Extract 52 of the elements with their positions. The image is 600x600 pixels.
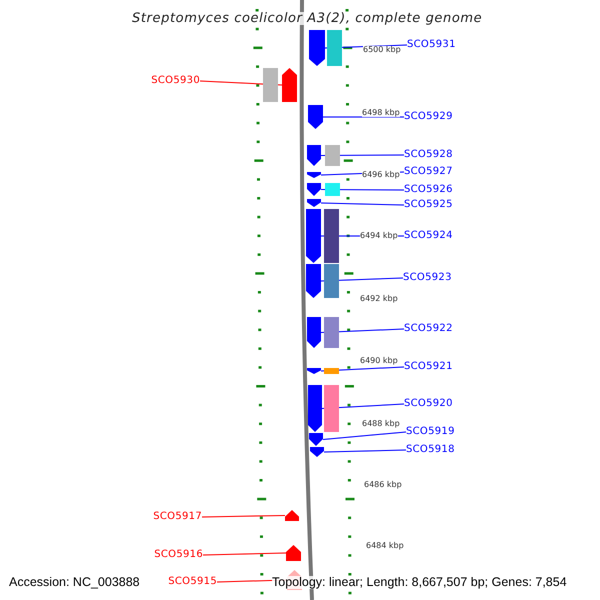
gene-label: SCO5921 [404, 362, 453, 372]
leader-line [202, 552, 286, 556]
gene-label: SCO5916 [154, 550, 203, 560]
gene-label: SCO5926 [404, 185, 453, 195]
scale-label: 6492 kbp [360, 295, 398, 303]
gene-glyph [307, 145, 321, 166]
scale-label: 6494 kbp [360, 232, 398, 240]
scale-label: 6496 kbp [362, 171, 400, 179]
gene-label: SCO5923 [403, 273, 452, 283]
leader-line [322, 116, 404, 118]
gene-glyph [306, 264, 321, 298]
scale-label: 6500 kbp [363, 46, 401, 54]
scale-label: 6486 kbp [364, 481, 402, 489]
gene-label: SCO5924 [404, 231, 453, 241]
gene-label: SCO5931 [407, 40, 456, 50]
gene-label: SCO5915 [168, 577, 217, 587]
leader-line [320, 154, 404, 156]
gene-label: SCO5917 [153, 512, 202, 522]
gene-label: SCO5927 [404, 167, 453, 177]
leader-line [320, 202, 404, 206]
leader-line [322, 432, 406, 440]
gene-glyph [306, 209, 321, 263]
gene-glyph [309, 30, 325, 66]
leader-line [320, 189, 404, 190]
scale-label: 6488 kbp [362, 420, 400, 428]
leader-line [320, 366, 404, 372]
gene-label: SCO5930 [151, 76, 200, 86]
leader-line [202, 515, 286, 518]
scale-label: 6484 kbp [366, 542, 404, 550]
gene-glyph [307, 172, 321, 178]
gene-glyph [307, 199, 321, 207]
gene-glyph [282, 68, 297, 102]
genome-stats-text: Topology: linear; Length: 8,667,507 bp; Genes: 7,854 [272, 576, 567, 588]
gene-label: SCO5922 [404, 324, 453, 334]
gene-glyph [307, 317, 321, 348]
leader-line [324, 450, 406, 452]
scale-label: 6490 kbp [360, 357, 398, 365]
gene-label: SCO5919 [406, 427, 455, 437]
gene-glyph [308, 105, 323, 129]
gene-label: SCO5918 [406, 445, 455, 455]
scale-label: 6498 kbp [362, 109, 400, 117]
gene-glyph [307, 368, 321, 374]
gene-label: SCO5925 [404, 200, 453, 210]
gene-label: SCO5929 [404, 112, 453, 122]
gene-label: SCO5928 [404, 150, 453, 160]
gene-glyph [307, 183, 321, 196]
genome-title: Streptomyces coelicolor A3(2), complete genome [132, 12, 482, 25]
accession-text: Accession: NC_003888 [9, 576, 140, 588]
gene-glyph [310, 447, 324, 457]
gene-glyph [286, 545, 301, 561]
gene-label: SCO5920 [404, 399, 453, 409]
gene-glyph [285, 510, 299, 521]
